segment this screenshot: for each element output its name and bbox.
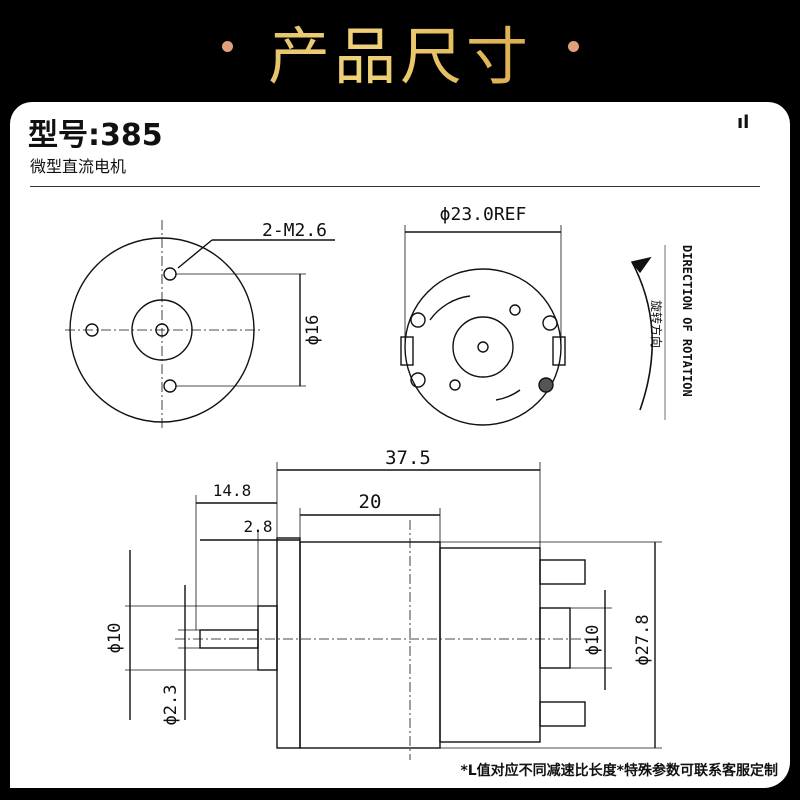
body-dia-label: ϕ27.8	[633, 614, 653, 665]
rear-view: ϕ23.0REF	[400, 204, 566, 426]
divider	[30, 186, 760, 187]
side-view: 37.5 14.8 20 2.8 ϕ10 ϕ2.3 ϕ10 ϕ27.8	[105, 447, 662, 760]
rotation-indicator: DIRECTION OF ROTATION 旋转方向	[630, 245, 694, 420]
hole-label: 2-M2.6	[262, 220, 327, 241]
model-subtitle: 微型直流电机	[30, 157, 127, 176]
corner-mark: ıl	[737, 112, 750, 133]
hole-spacing-label: ϕ16	[303, 315, 323, 346]
total-length-label: 37.5	[385, 447, 431, 469]
title-dot-right	[568, 41, 579, 52]
footnote: *L值对应不同减速比长度*特殊参数可联系客服定制	[460, 763, 778, 779]
front-view: 2-M2.6 ϕ16	[65, 220, 335, 430]
rear-boss-dia-label: ϕ10	[583, 625, 603, 656]
shaft-dia-label: ϕ2.3	[161, 685, 181, 726]
front-boss-dia-label: ϕ10	[105, 623, 125, 654]
page-title: 产品尺寸	[0, 6, 800, 96]
rotation-label-cn: 旋转方向	[649, 300, 664, 348]
boss-length-label: 2.8	[244, 517, 273, 536]
shaft-length-label: 14.8	[213, 481, 252, 500]
diagram-card	[10, 102, 790, 788]
rear-diameter-label: ϕ23.0REF	[440, 204, 527, 225]
model-label: 型号:385	[28, 118, 163, 153]
rotation-label-en: DIRECTION OF ROTATION	[680, 245, 694, 397]
title-dot-left	[222, 41, 233, 52]
body-length-label: 20	[359, 491, 382, 513]
